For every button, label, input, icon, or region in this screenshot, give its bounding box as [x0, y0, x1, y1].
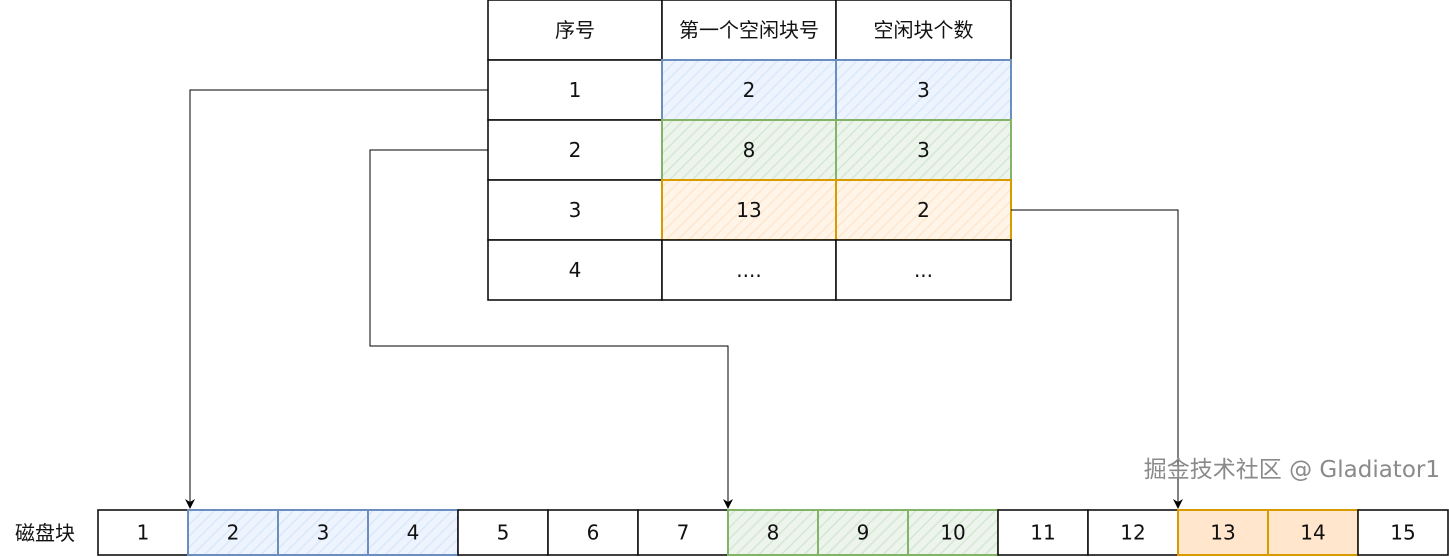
- disk-block: [1357, 509, 1449, 556]
- table-header-cell-text: 序号: [555, 18, 595, 42]
- disk-block: [547, 509, 639, 556]
- table-count-cell: [835, 179, 1012, 241]
- table-header-cell: [835, 0, 1012, 61]
- disk-block: [187, 509, 279, 556]
- table-index-cell-text: 1: [569, 78, 582, 102]
- disk-block-text: 11: [1030, 521, 1055, 545]
- disk-block-text: 7: [677, 521, 690, 545]
- table-count-cell-text: 2: [917, 198, 930, 222]
- disk-block: [1087, 509, 1179, 556]
- disk-block-text: 15: [1390, 521, 1415, 545]
- disk-block: [277, 509, 369, 556]
- arrow-row3-to-block13: [1011, 209, 1183, 509]
- table-index-cell-text: 3: [569, 198, 582, 222]
- arrow-row2-to-block8: [369, 149, 733, 509]
- table-first-block-cell-text: 8: [743, 138, 756, 162]
- disk-block-text: 9: [857, 521, 870, 545]
- disk-block: [367, 509, 459, 556]
- table-first-block-cell-text: 2: [743, 78, 756, 102]
- table-header-cell-text: 第一个空闲块号: [679, 18, 819, 42]
- table-index-cell-text: 2: [569, 138, 582, 162]
- arrows: [185, 89, 1183, 509]
- table-count-cell-text: ...: [914, 258, 933, 282]
- table-index-cell: [487, 119, 663, 181]
- disk-label: 磁盘块: [15, 521, 75, 545]
- table-index-cell: [487, 59, 663, 121]
- disk-block: [907, 509, 999, 556]
- disk-block-text: 12: [1120, 521, 1145, 545]
- disk-block: [457, 509, 549, 556]
- watermark: 掘金技术社区 @ Gladiator1: [1144, 457, 1440, 483]
- disk-block: [727, 509, 819, 556]
- disk-block-text: 14: [1300, 521, 1325, 545]
- arrow-row1-to-block2: [185, 89, 488, 509]
- table-header-cell-text: 空闲块个数: [874, 18, 974, 42]
- disk-block-text: 1: [137, 521, 150, 545]
- disk-block-text: 3: [317, 521, 330, 545]
- disk-block-text: 2: [227, 521, 240, 545]
- table-first-block-cell: [661, 59, 837, 121]
- table-index-cell-text: 4: [569, 258, 582, 282]
- disk-block-text: 13: [1210, 521, 1235, 545]
- disk-block-text: 4: [407, 521, 420, 545]
- table-first-block-cell: [661, 239, 837, 301]
- disk-block: [817, 509, 909, 556]
- disk-block: [1267, 509, 1359, 556]
- table-index-cell: [487, 179, 663, 241]
- table-header-cell: [661, 0, 837, 61]
- table-first-block-cell-text: 13: [736, 198, 761, 222]
- disk-block-text: 10: [940, 521, 965, 545]
- disk-block-text: 6: [587, 521, 600, 545]
- table-count-cell-text: 3: [917, 78, 930, 102]
- table-count-cell: [835, 239, 1012, 301]
- table-first-block-cell-text: ....: [736, 258, 761, 282]
- disk-block: [97, 509, 189, 556]
- table-header-cell: [487, 0, 663, 61]
- table-index-cell: [487, 239, 663, 301]
- disk-block-text: 8: [767, 521, 780, 545]
- table-count-cell-text: 3: [917, 138, 930, 162]
- disk-block-text: 5: [497, 521, 510, 545]
